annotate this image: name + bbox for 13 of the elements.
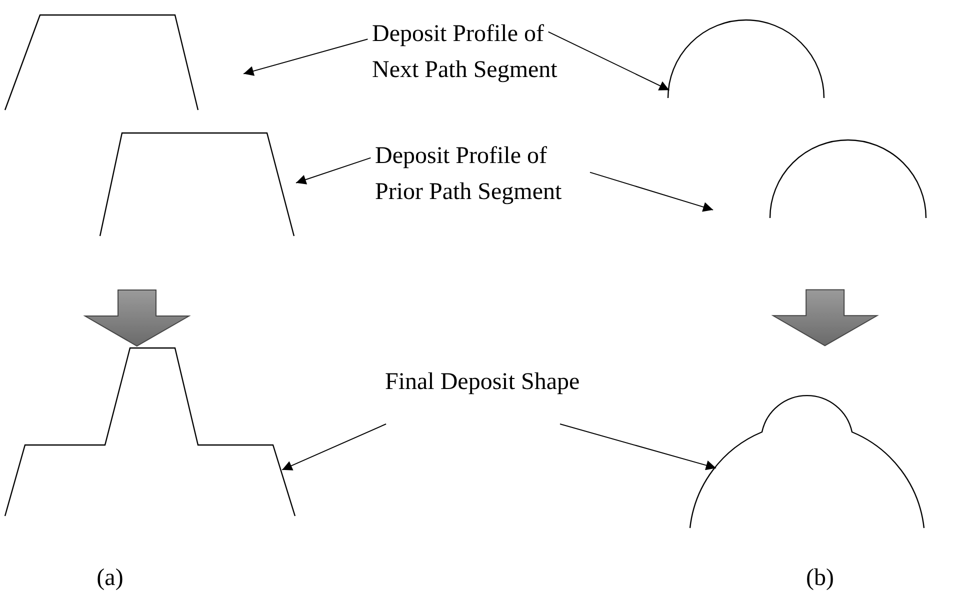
arrow (282, 424, 387, 470)
arrow (296, 157, 372, 184)
arrow (560, 424, 716, 470)
callout-label: Deposit Profile of Next Path Segment (372, 20, 558, 85)
panel-label: (a) (96, 564, 124, 593)
panel-label: (b) (805, 564, 835, 593)
block-arrow (83, 289, 191, 347)
callout-label: Final Deposit Shape (385, 368, 581, 397)
arrow (243, 38, 368, 76)
block-arrow (771, 289, 879, 346)
arrow (590, 172, 714, 212)
arrow (548, 31, 670, 91)
callout-label: Deposit Profile of Prior Path Segment (375, 142, 563, 207)
